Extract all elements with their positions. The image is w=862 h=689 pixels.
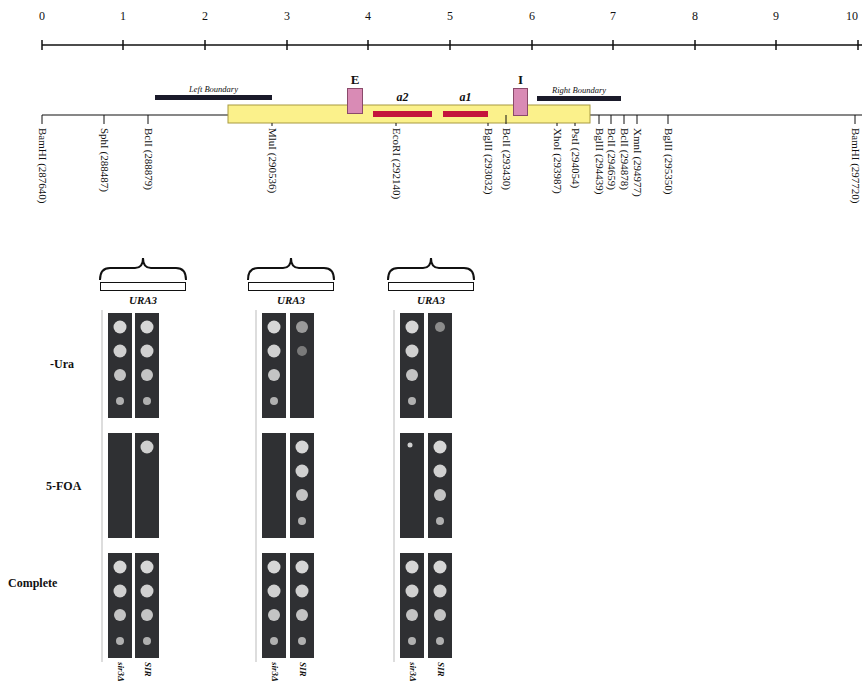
strain-label: sir3Δ — [408, 662, 417, 682]
gene-bar-label: a1 — [460, 91, 472, 103]
boundary-bar: Left Boundary — [155, 95, 272, 100]
scale-number: 4 — [365, 10, 371, 22]
strain-label: SIR — [143, 662, 152, 677]
restriction-site: BamHI (287640) — [37, 128, 48, 203]
restriction-site: XhoI (293987) — [552, 128, 563, 194]
strain-label: sir3Δ — [116, 662, 125, 682]
scale-number: 1 — [120, 10, 126, 22]
scale-number: 8 — [692, 10, 698, 22]
restriction-site: BglII (295350) — [663, 128, 674, 194]
restriction-site: XmnI (294977) — [632, 128, 643, 197]
restriction-site: BclI (294659) — [606, 128, 617, 190]
gene-bar: a1 — [443, 111, 488, 117]
ura3-insert-shape — [248, 282, 334, 291]
restriction-site: SphI (288487) — [99, 128, 110, 192]
ura3-insert-shape — [100, 282, 186, 291]
restriction-site: BglII (293032) — [483, 128, 494, 194]
ura3-insert-label: URA3 — [277, 295, 305, 306]
boundary-bar-shape — [155, 95, 272, 100]
restriction-site: BclI (288879) — [143, 128, 154, 190]
ura3-insert: URA3 — [100, 282, 186, 291]
row-label: -Ura — [50, 358, 74, 370]
scale-number: 0 — [39, 10, 45, 22]
scale-number: 7 — [610, 10, 616, 22]
boundary-bar-shape — [537, 96, 621, 101]
strain-label: sir3Δ — [270, 662, 279, 682]
silencer-box-shape — [347, 88, 363, 114]
boundary-bar-label: Left Boundary — [189, 85, 238, 94]
gene-bar-shape — [443, 111, 488, 117]
silencer-box: I — [513, 88, 528, 116]
row-label: 5-FOA — [46, 480, 81, 492]
row-label: Complete — [8, 577, 57, 589]
restriction-site: BclI (294878) — [619, 128, 630, 190]
silencer-box: E — [347, 88, 363, 114]
silencer-box-shape — [513, 88, 528, 116]
scale-number: 3 — [284, 10, 290, 22]
strain-label: SIR — [436, 662, 445, 677]
restriction-site: PstI (294054) — [570, 128, 581, 188]
ura3-insert: URA3 — [388, 282, 474, 291]
restriction-site: BglII (294439) — [594, 128, 605, 194]
gene-bar-shape — [373, 111, 432, 117]
restriction-site: MluI (290536) — [267, 128, 278, 193]
gene-bar-label: a2 — [397, 91, 409, 103]
silencer-box-label: E — [351, 73, 360, 86]
restriction-site: EcoRI (292140) — [391, 128, 402, 199]
strain-label: SIR — [298, 662, 307, 677]
scale-number: 5 — [447, 10, 453, 22]
scale-number: 2 — [202, 10, 208, 22]
ura3-insert-label: URA3 — [417, 295, 445, 306]
scale-number: 9 — [773, 10, 779, 22]
ura3-insert-shape — [388, 282, 474, 291]
restriction-site: BamHI (297720) — [850, 128, 861, 203]
boundary-bar-label: Right Boundary — [552, 86, 606, 95]
restriction-site: BclI (293430) — [501, 128, 512, 190]
silencer-box-label: I — [518, 73, 523, 86]
scale-number: 6 — [529, 10, 535, 22]
gene-bar: a2 — [373, 111, 432, 117]
boundary-bar: Right Boundary — [537, 96, 621, 101]
scale-number: 10 — [846, 10, 858, 22]
ura3-insert: URA3 — [248, 282, 334, 291]
ura3-insert-label: URA3 — [129, 295, 157, 306]
